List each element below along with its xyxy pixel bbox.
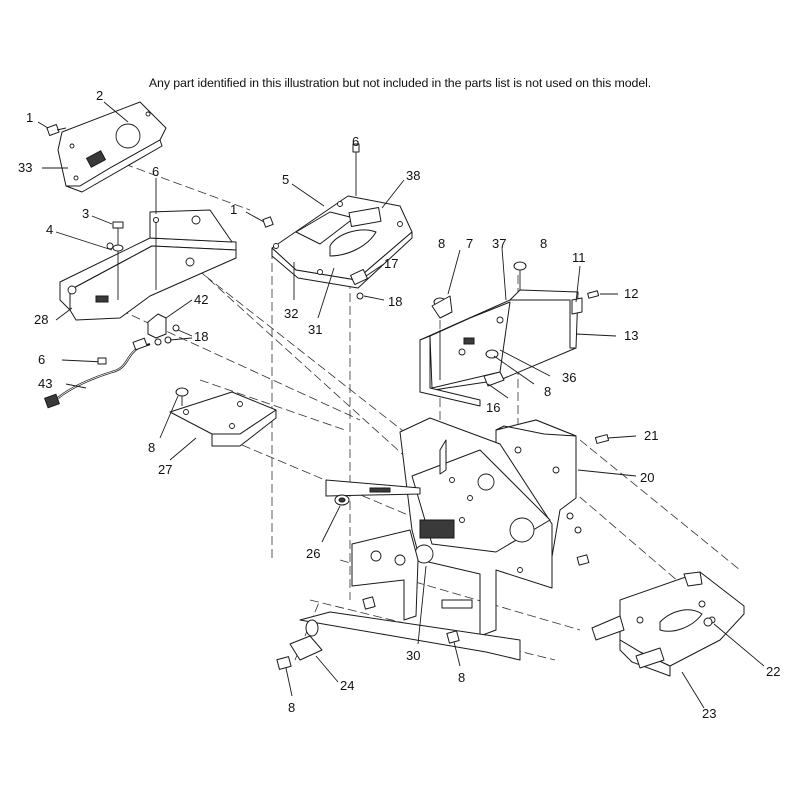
callout-6: 6 — [352, 134, 359, 149]
part-floor-plate — [262, 143, 413, 289]
callout-12: 12 — [624, 286, 638, 301]
callout-11: 11 — [572, 250, 586, 265]
callout-32: 32 — [284, 306, 298, 321]
callout-17: 17 — [384, 256, 398, 271]
callout-33: 33 — [18, 160, 32, 175]
callout-20: 20 — [640, 470, 654, 485]
part-seat-pan — [419, 261, 600, 407]
callout-1: 1 — [230, 202, 237, 217]
callout-leaders — [37, 101, 765, 709]
callout-6: 6 — [38, 352, 45, 367]
part-instrument-panel — [57, 101, 167, 193]
part-bracket-24 — [276, 554, 590, 670]
callout-8: 8 — [438, 236, 445, 251]
callout-2: 2 — [96, 88, 103, 103]
callout-43: 43 — [38, 376, 52, 391]
callout-27: 27 — [158, 462, 172, 477]
part-main-frame-30 — [299, 417, 553, 661]
part-bolt-3 — [112, 221, 124, 300]
part-dash-support — [59, 209, 237, 321]
callout-1: 1 — [26, 110, 33, 125]
part-wire-harness-43 — [44, 337, 151, 409]
callout-18: 18 — [194, 329, 208, 344]
callout-8: 8 — [540, 236, 547, 251]
illustration-note: Any part identified in this illustration… — [148, 76, 652, 90]
callout-26: 26 — [306, 546, 320, 561]
callout-labels: 1 2 33 6 3 4 28 42 18 6 43 6 5 38 1 32 3… — [18, 88, 780, 721]
callout-8: 8 — [148, 440, 155, 455]
callout-31: 31 — [308, 322, 322, 337]
callout-5: 5 — [282, 172, 289, 187]
callout-23: 23 — [702, 706, 716, 721]
callout-3: 3 — [82, 206, 89, 221]
callout-42: 42 — [194, 292, 208, 307]
callout-24: 24 — [340, 678, 354, 693]
part-clip-42 — [147, 313, 180, 346]
callout-28: 28 — [34, 312, 48, 327]
callout-8: 8 — [458, 670, 465, 685]
part-nut-26 — [334, 494, 350, 506]
callout-6: 6 — [152, 164, 159, 179]
callout-38: 38 — [406, 168, 420, 183]
callout-7: 7 — [466, 236, 473, 251]
part-plate-27 — [169, 387, 277, 447]
part-hitch-plate-23 — [591, 571, 745, 677]
callout-21: 21 — [644, 428, 658, 443]
callout-18: 18 — [388, 294, 402, 309]
callout-8: 8 — [544, 384, 551, 399]
callout-30: 30 — [406, 648, 420, 663]
part-switch-17 — [350, 269, 368, 300]
callout-37: 37 — [492, 236, 506, 251]
callout-22: 22 — [766, 664, 780, 679]
part-pin-6a — [153, 217, 159, 290]
callout-13: 13 — [624, 328, 638, 343]
callout-4: 4 — [46, 222, 53, 237]
callout-36: 36 — [562, 370, 576, 385]
part-screw-1a — [46, 124, 67, 136]
callout-16: 16 — [486, 400, 500, 415]
callout-8: 8 — [288, 700, 295, 715]
